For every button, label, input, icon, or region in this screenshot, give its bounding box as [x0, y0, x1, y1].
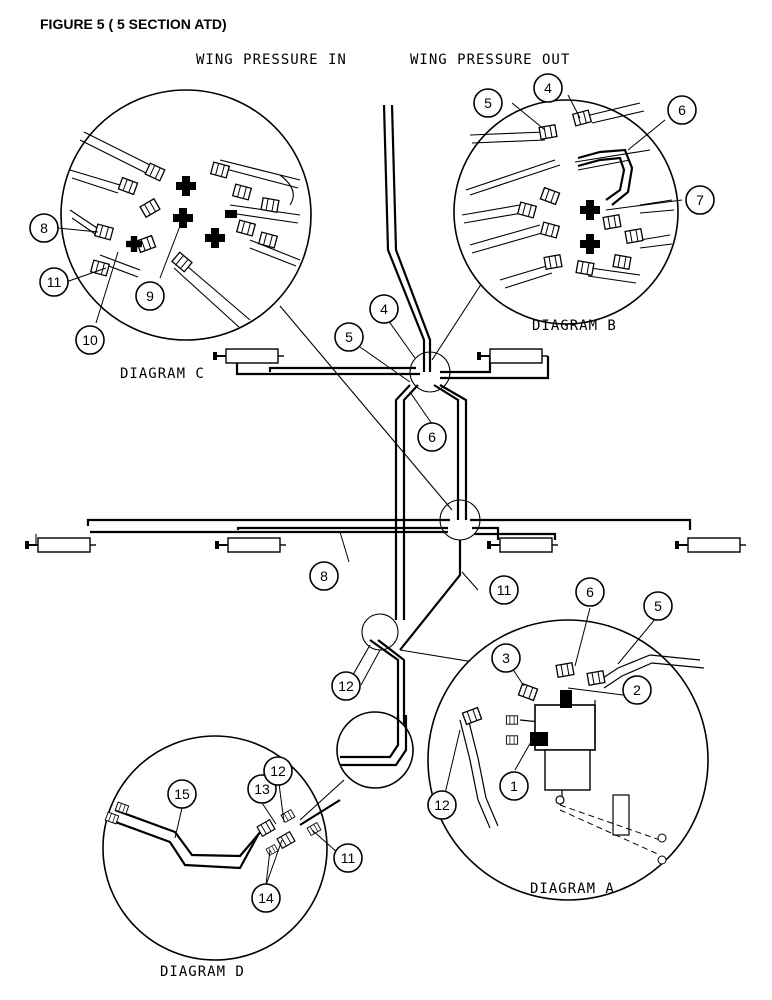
callout-4-b: 4	[533, 73, 563, 103]
callout-9-c: 9	[135, 281, 165, 311]
callout-5-b: 5	[473, 88, 503, 118]
callout-8-c: 8	[29, 213, 59, 243]
svg-text:2: 2	[633, 682, 641, 698]
callout-10-c: 10	[75, 325, 105, 355]
callout-5-main: 5	[334, 322, 364, 352]
callouts: 5 4 6 7 8 11 9 10 4 5 6 8 11 12 6 5 3 2 …	[29, 73, 715, 913]
figure-title: FIGURE 5 ( 5 SECTION ATD)	[40, 16, 227, 32]
callout-14-d: 14	[251, 883, 281, 913]
diagram-c-label: DIAGRAM C	[120, 366, 205, 382]
svg-text:11: 11	[47, 274, 62, 290]
svg-text:12: 12	[270, 763, 286, 779]
callout-1-a: 1	[499, 771, 529, 801]
callout-4-main: 4	[369, 294, 399, 324]
callout-6-a: 6	[575, 577, 605, 607]
wing-pressure-in-label: WING PRESSURE IN	[196, 52, 347, 68]
svg-text:6: 6	[428, 429, 436, 445]
svg-text:10: 10	[82, 332, 98, 348]
svg-text:5: 5	[484, 95, 492, 111]
svg-text:12: 12	[338, 678, 354, 694]
diagram-b-label: DIAGRAM B	[532, 318, 617, 334]
svg-text:11: 11	[341, 850, 356, 866]
svg-text:8: 8	[320, 568, 328, 584]
wing-pressure-out-label: WING PRESSURE OUT	[410, 52, 570, 68]
callout-leaders	[57, 94, 683, 886]
svg-text:6: 6	[678, 102, 686, 118]
callout-2-a: 2	[622, 675, 652, 705]
svg-text:8: 8	[40, 220, 48, 236]
svg-text:3: 3	[502, 650, 510, 666]
callout-12-main: 12	[331, 671, 361, 701]
callout-15-d: 15	[167, 779, 197, 809]
callout-11-d: 11	[333, 843, 363, 873]
callout-3-a: 3	[491, 643, 521, 673]
callout-12-d: 12	[263, 756, 293, 786]
callout-12-a: 12	[427, 790, 457, 820]
callout-8-main: 8	[309, 561, 339, 591]
svg-text:1: 1	[510, 778, 518, 794]
callout-6-main: 6	[417, 422, 447, 452]
svg-text:13: 13	[254, 781, 270, 797]
svg-text:7: 7	[696, 192, 704, 208]
diagram-d	[102, 711, 414, 961]
callout-5-a: 5	[643, 591, 673, 621]
callout-11-main: 11	[489, 575, 519, 605]
callout-6-b: 6	[667, 95, 697, 125]
diagram-a	[427, 619, 709, 901]
diagram-d-label: DIAGRAM D	[160, 964, 245, 980]
diagram-b	[453, 99, 679, 325]
svg-text:4: 4	[380, 301, 388, 317]
svg-text:12: 12	[434, 797, 450, 813]
svg-text:9: 9	[146, 288, 154, 304]
svg-text:14: 14	[258, 890, 274, 906]
svg-text:5: 5	[345, 329, 353, 345]
diagram-a-label: DIAGRAM A	[530, 881, 615, 897]
svg-text:5: 5	[654, 598, 662, 614]
svg-text:6: 6	[586, 584, 594, 600]
diagram-c	[60, 89, 312, 341]
callout-7-b: 7	[685, 185, 715, 215]
svg-text:15: 15	[174, 786, 190, 802]
svg-text:11: 11	[497, 582, 512, 598]
svg-text:4: 4	[544, 80, 552, 96]
callout-11-c: 11	[39, 267, 69, 297]
